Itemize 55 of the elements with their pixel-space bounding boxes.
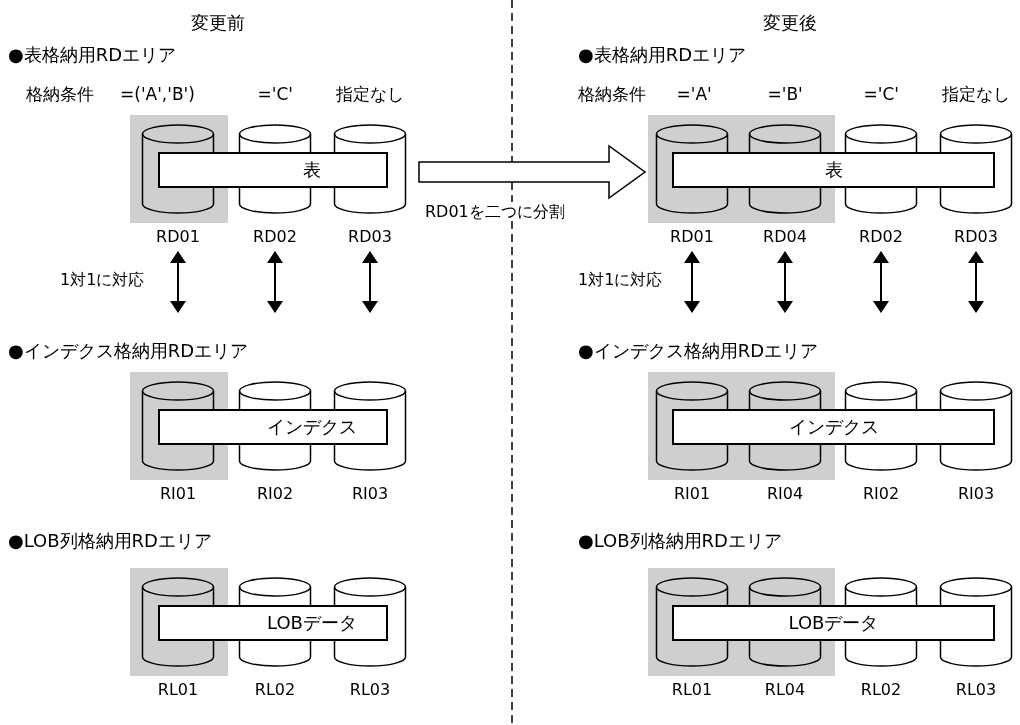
section-heading: ●LOB列格納用RDエリア [578,530,782,552]
area-name: RI02 [238,483,312,505]
data-bar-overlay: インデクス [672,409,995,445]
condition-label: =('A','B') [120,84,195,105]
area-name: RI01 [141,483,215,505]
section-heading: ●表格納用RDエリア [8,44,177,66]
area-name: RL02 [238,679,312,701]
data-bar-overlay: 表 [672,152,995,188]
condition-caption: 格納条件 [26,84,94,105]
double-arrow [362,251,378,313]
double-arrow [684,251,700,313]
area-name: RI02 [844,483,918,505]
area-name: RD03 [333,226,407,248]
data-bar-overlay: 表 [158,152,388,188]
section-heading: ●インデクス格納用RDエリア [578,340,819,362]
condition-label: ='C' [863,84,899,105]
edge-label: 1対1に対応 [578,270,663,290]
data-bar-overlay: LOBデータ [672,605,995,641]
condition-caption: 格納条件 [578,84,646,105]
area-name: RD03 [939,226,1013,248]
area-name: RD01 [655,226,729,248]
data-bar-overlay: インデクス [158,409,388,445]
area-name: RL03 [333,679,407,701]
double-arrow [170,251,186,313]
section-title: 変更後 [763,12,817,34]
section-heading: ●表格納用RDエリア [578,44,747,66]
double-arrow [777,251,793,313]
area-name: RI01 [655,483,729,505]
double-arrow [873,251,889,313]
area-name: RD02 [238,226,312,248]
area-name: RL04 [748,679,822,701]
area-name: RI03 [939,483,1013,505]
condition-label: 指定なし [942,84,1010,105]
edge-label: RD01を二つに分割 [425,202,565,222]
area-name: RL01 [655,679,729,701]
area-name: RL01 [141,679,215,701]
block-arrow [418,144,647,200]
double-arrow [267,251,283,313]
section-title: 変更前 [191,12,245,34]
edge-label: 1対1に対応 [60,270,145,290]
area-name: RI03 [333,483,407,505]
section-heading: ●インデクス格納用RDエリア [8,340,249,362]
section-heading: ●LOB列格納用RDエリア [8,530,212,552]
condition-label: 指定なし [336,84,404,105]
double-arrow [968,251,984,313]
area-name: RD01 [141,226,215,248]
data-bar-overlay: LOBデータ [158,605,388,641]
area-name: RL03 [939,679,1013,701]
area-name: RD04 [748,226,822,248]
condition-label: ='C' [257,84,293,105]
area-name: RL02 [844,679,918,701]
area-name: RI04 [748,483,822,505]
area-name: RD02 [844,226,918,248]
condition-label: ='A' [676,84,712,105]
condition-label: ='B' [767,84,803,105]
